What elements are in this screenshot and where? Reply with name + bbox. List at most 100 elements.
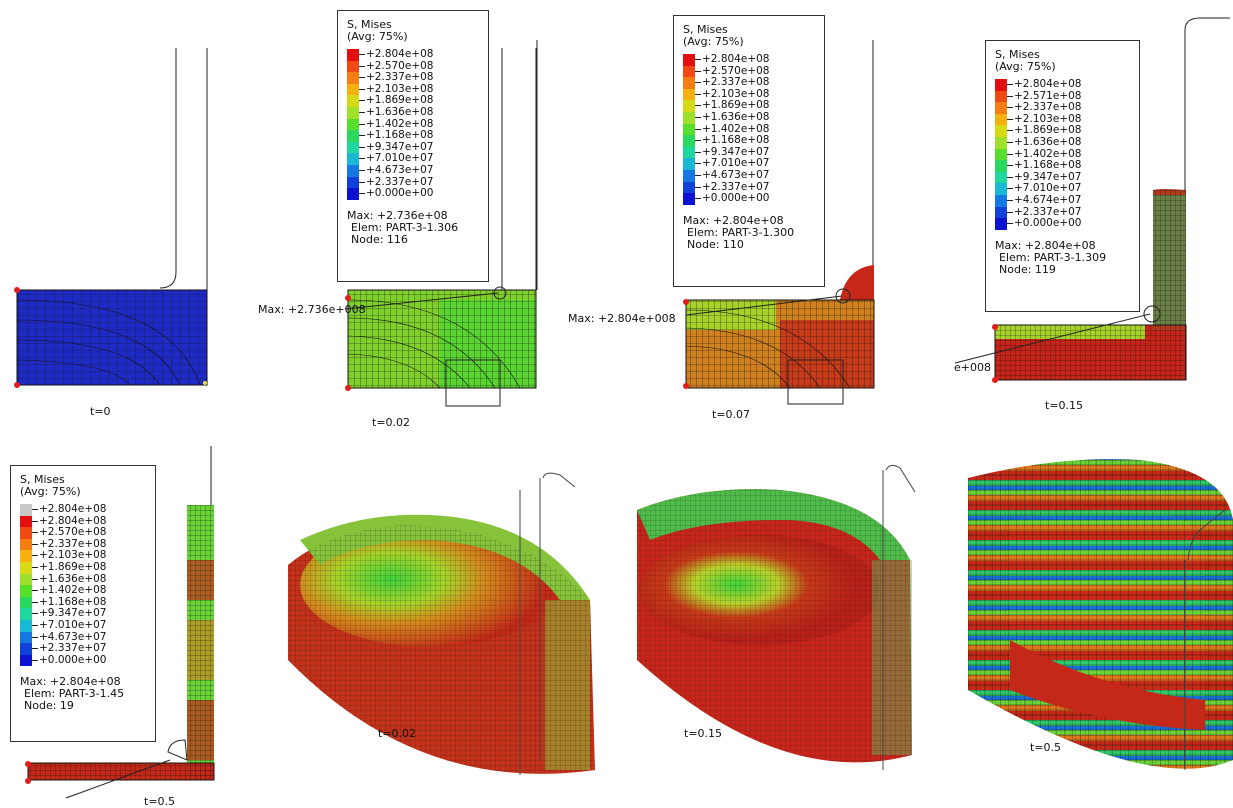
legend-tick: [1007, 223, 1013, 225]
legend-title: S, Mises: [995, 48, 1040, 61]
caption-t0: t=0: [90, 405, 111, 418]
legend-subtitle: (Avg: 75%): [683, 35, 744, 48]
legend-swatch: [995, 195, 1007, 207]
legend-value: +1.869e+08: [702, 99, 770, 112]
legend-tick: [32, 590, 38, 592]
legend-row: +1.402e+08: [20, 584, 170, 597]
legend-row: +7.010e+07: [347, 152, 497, 165]
legend-tick: [359, 158, 365, 160]
legend-value: +1.636e+08: [39, 572, 107, 585]
legend-value: +1.636e+08: [1014, 136, 1082, 148]
caption-t007: t=0.07: [712, 408, 751, 421]
legend-tick: [1007, 211, 1013, 213]
legend-tick: [359, 65, 365, 67]
legend-row: +1.869e+08: [20, 561, 170, 574]
legend-elem: Elem: PART-3-1.45: [24, 687, 125, 701]
legend-row: +4.673e+07: [20, 631, 170, 644]
legend-tick: [32, 613, 38, 615]
legend-tick: [32, 601, 38, 603]
legend-tick: [695, 140, 701, 142]
legend-row: +2.337e+08: [995, 101, 1145, 114]
legend-value: +7.010e+07: [366, 152, 434, 165]
legend-row: +1.636e+08: [347, 106, 497, 119]
legend-row: +2.570e+08: [20, 526, 170, 539]
legend-tick: [32, 648, 38, 650]
legend-row: +4.673e+07: [683, 169, 833, 182]
legend-value: +2.337e+08: [1014, 101, 1082, 114]
legend-value: +9.347e+07: [702, 145, 770, 158]
legend-swatch: [683, 77, 695, 89]
legend-node: Node: 116: [351, 232, 408, 246]
legend-row: +9.347e+07: [20, 607, 170, 620]
legend-tick: [695, 128, 701, 130]
legend-row: +2.103e+08: [683, 87, 833, 101]
panel-t002: [344, 48, 537, 407]
legend-tick: [32, 625, 38, 626]
legend-row: +2.103e+08: [995, 113, 1145, 126]
legend-tick: [1007, 165, 1013, 167]
caption-3d-t05: t=0.5: [1030, 741, 1062, 754]
legend-tick: [32, 636, 38, 638]
legend-row: +2.337e+07: [683, 181, 833, 194]
legend-row: +1.168e+08: [20, 596, 170, 609]
legend-value: +0.000e+00: [366, 187, 434, 200]
legend-swatch: [683, 88, 695, 101]
legend-value: +7.010e+07: [702, 157, 770, 170]
legend-swatch: [20, 596, 32, 609]
legend-subtitle: (Avg: 75%): [347, 30, 408, 43]
legend-title: S, Mises: [347, 18, 392, 31]
legend-tick: [32, 555, 38, 557]
legend-swatch: [20, 585, 32, 597]
legend-tick: [32, 567, 38, 568]
legend-swatch: [683, 146, 695, 159]
legend-value: +2.337e+07: [39, 642, 107, 655]
legend-swatch: [347, 49, 359, 61]
legend-value: +2.571e+08: [1014, 89, 1082, 102]
legend-row: +1.636e+08: [683, 111, 833, 124]
legend-swatch: [995, 125, 1007, 137]
legend-value: +1.402e+08: [366, 117, 434, 130]
legend-value: +1.402e+08: [1014, 147, 1082, 160]
caption-t015: t=0.15: [1045, 399, 1084, 412]
legend-swatch: [20, 573, 32, 586]
legend-swatch: [20, 643, 32, 655]
legend-value: +2.337e+08: [39, 537, 107, 550]
legend-value: +1.168e+08: [366, 129, 434, 142]
legend-tick: [359, 54, 365, 55]
legend-row: +1.168e+08: [683, 134, 833, 147]
legend-elem: Elem: PART-3-1.309: [999, 250, 1107, 264]
legend-swatch: [347, 72, 359, 84]
legend-swatch: [20, 654, 32, 667]
legend-tick: [695, 70, 701, 72]
legend-value: +4.673e+07: [366, 164, 434, 176]
legend-value: +1.636e+08: [366, 106, 434, 118]
legend-row: +1.869e+08: [683, 99, 833, 112]
legend-value: +1.168e+08: [702, 134, 770, 147]
legend-swatch: [995, 183, 1007, 195]
legend-swatch: [347, 95, 359, 107]
legend-row: +2.804e+08: [995, 78, 1145, 91]
legend-row: +2.804e+08: [347, 48, 497, 61]
legend-swatch: [347, 118, 359, 131]
legend-row: +7.010e+07: [995, 182, 1145, 195]
caption-3d-t015: t=0.15: [684, 727, 723, 740]
legend-row: +0.000e+00: [995, 217, 1145, 230]
legend-swatch: [683, 193, 695, 205]
legend-swatch: [995, 148, 1007, 161]
legend-row: +0.000e+00: [683, 192, 833, 205]
legend-value: +2.804e+08: [39, 514, 107, 527]
legend-value: +2.103e+08: [702, 87, 770, 100]
legend-row: +2.804e+08: [20, 514, 170, 528]
legend-swatch: [347, 83, 359, 96]
legend-tick: [32, 520, 38, 522]
legend-value: +2.337e+08: [366, 71, 434, 84]
legend-value: +1.402e+08: [39, 584, 107, 597]
legend-row: +1.636e+08: [20, 572, 170, 586]
legend-value: +9.347e+07: [39, 607, 107, 620]
legend-swatch: [347, 153, 359, 165]
legend-tick: [695, 59, 701, 60]
legend-row: +2.570e+08: [347, 60, 497, 73]
panel-t007: [536, 40, 875, 405]
legend-swatch: [20, 562, 32, 574]
legend-value: +2.337e+08: [702, 76, 770, 89]
